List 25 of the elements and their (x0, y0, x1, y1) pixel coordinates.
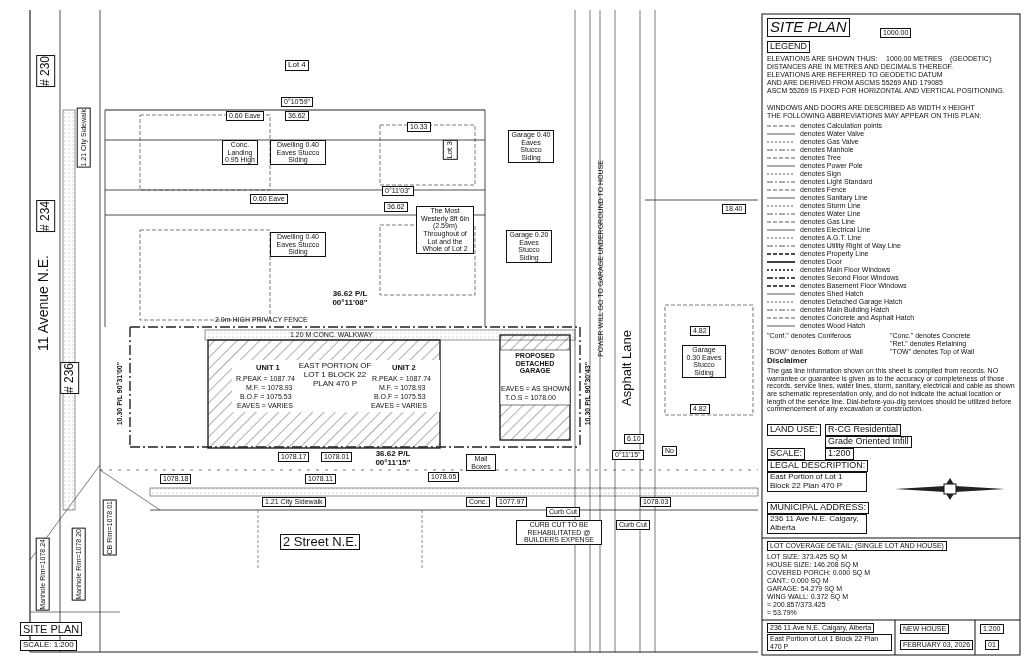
field-value: Grade Oriented Infill (825, 436, 912, 448)
property-line-label: 36.62 P/L 00°11'15" (374, 450, 412, 468)
street-name: 11 Avenue N.E. (36, 255, 52, 351)
house-number: # 236 (60, 362, 80, 395)
lot-description: EAST PORTION OF LOT 1 BLOCK 22 PLAN 470 P (298, 362, 372, 389)
lot-label: Lot 4 (285, 60, 309, 71)
field-value: East Portion of Lot 1 Block 22 Plan 470 P (767, 472, 867, 492)
lot-label: Lot 3 (443, 140, 458, 160)
lane-label: Asphalt Lane (620, 330, 635, 406)
legend-heading: LEGEND (767, 41, 810, 53)
field-label: LAND USE: (767, 424, 821, 436)
drawing-title: SITE PLAN (20, 622, 83, 637)
sheet-title: SITE PLAN (767, 18, 850, 37)
field-label: LEGAL DESCRIPTION: (767, 460, 869, 472)
field-label: SCALE: (767, 448, 805, 460)
house-number: # 230 (36, 55, 56, 88)
disclaimer-heading: Disclaimer (767, 357, 808, 366)
field-value: R-CG Residential (825, 424, 902, 436)
street-name: 2 Street N.E. (280, 534, 361, 551)
field-value: 1:200 (825, 448, 854, 460)
field-label: MUNICIPAL ADDRESS: (767, 502, 870, 514)
field-value: 236 11 Ave N.E. Calgary, Alberta (767, 514, 867, 534)
scale-label: SCALE: 1:200 (20, 640, 77, 651)
house-number: # 234 (36, 200, 56, 233)
property-line-label: 36.62 P/L 00°11'08" (331, 290, 369, 308)
